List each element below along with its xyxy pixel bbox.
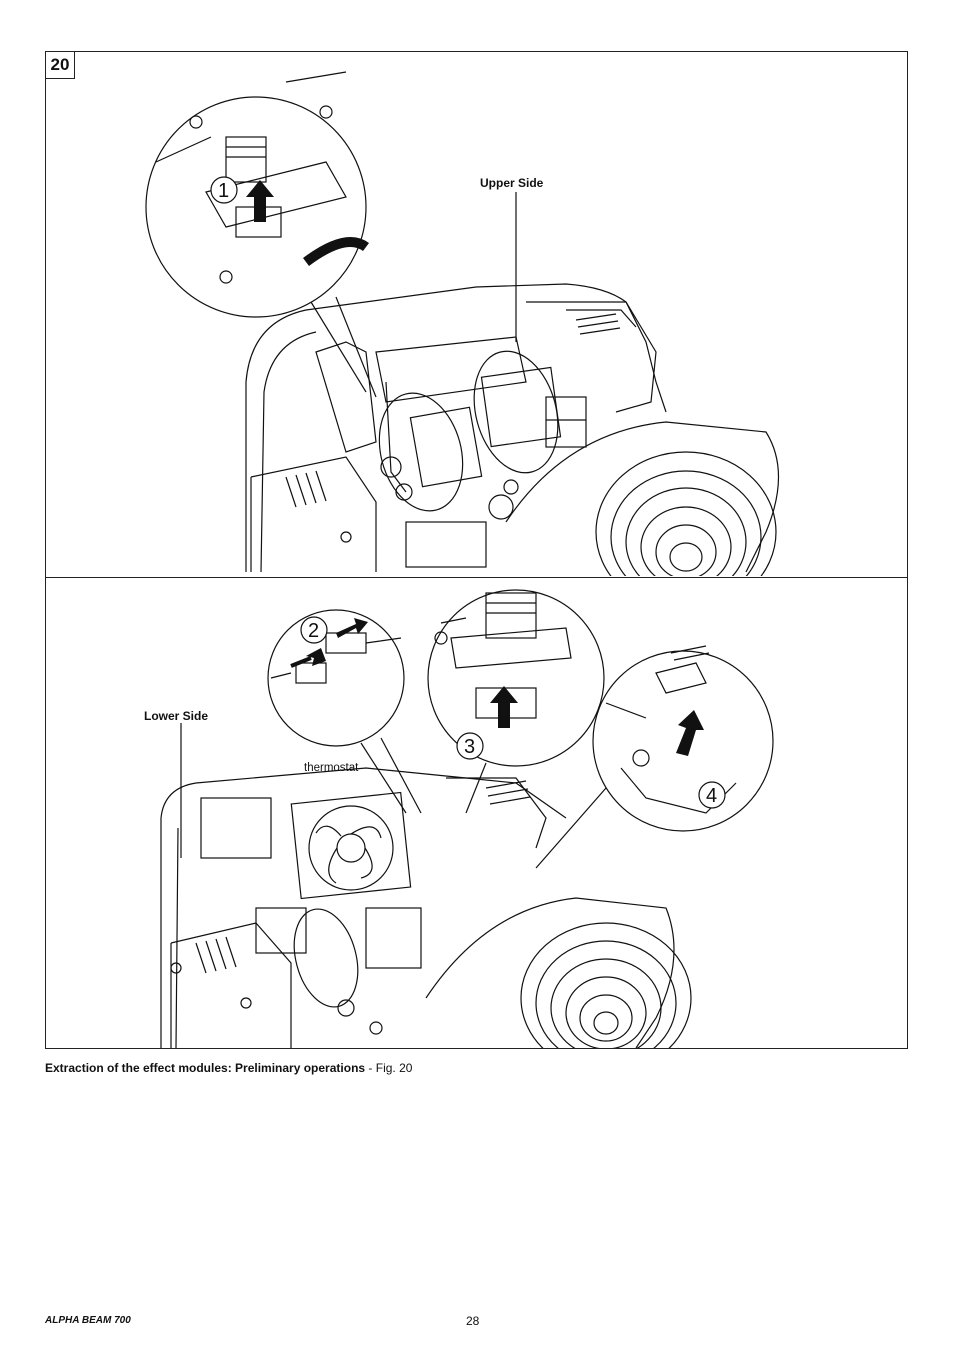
front-lens-upper <box>505 421 779 576</box>
fixture-housing-upper <box>245 283 667 573</box>
lower-side-label: Lower Side <box>144 709 208 723</box>
detail-magnifier-3 <box>427 589 605 814</box>
panel-divider <box>46 577 907 578</box>
up-arrow-icon <box>246 180 274 222</box>
front-lens-lower <box>425 897 692 1048</box>
step-1-label: 1 <box>218 180 229 202</box>
upper-side-illustration: 1 Upper Side <box>145 71 779 576</box>
up-arrow-icon <box>490 686 518 728</box>
fixture-housing-lower <box>160 767 567 1048</box>
step-2-label: 2 <box>308 620 319 642</box>
lower-side-illustration: 2 thermostat 3 <box>144 589 774 1048</box>
thermostat-label: thermostat <box>304 762 359 774</box>
step-1-badge: 1 <box>210 176 238 204</box>
detail-magnifier-1 <box>145 71 377 398</box>
left-arrow-icon <box>290 648 326 668</box>
up-arrow-icon <box>676 710 704 756</box>
caption-rest: - Fig. 20 <box>365 1061 413 1075</box>
figure-frame: 20 <box>45 51 908 1049</box>
right-arrow-icon <box>336 618 368 638</box>
figure-number-badge: 20 <box>46 52 75 79</box>
step-4-badge: 4 <box>698 781 726 809</box>
step-4-label: 4 <box>706 785 717 807</box>
step-3-badge: 3 <box>456 732 484 760</box>
upper-side-label: Upper Side <box>480 176 544 190</box>
detail-magnifier-2 <box>267 609 422 814</box>
page-number: 28 <box>466 1314 480 1328</box>
footer-brand: ALPHA BEAM 700 <box>45 1315 131 1326</box>
step-2-badge: 2 <box>300 616 328 644</box>
detail-magnifier-4 <box>535 645 774 869</box>
step-3-label: 3 <box>464 736 475 758</box>
caption-bold: Extraction of the effect modules: Prelim… <box>45 1061 366 1075</box>
figure-caption: Extraction of the effect modules: Prelim… <box>45 1061 412 1075</box>
